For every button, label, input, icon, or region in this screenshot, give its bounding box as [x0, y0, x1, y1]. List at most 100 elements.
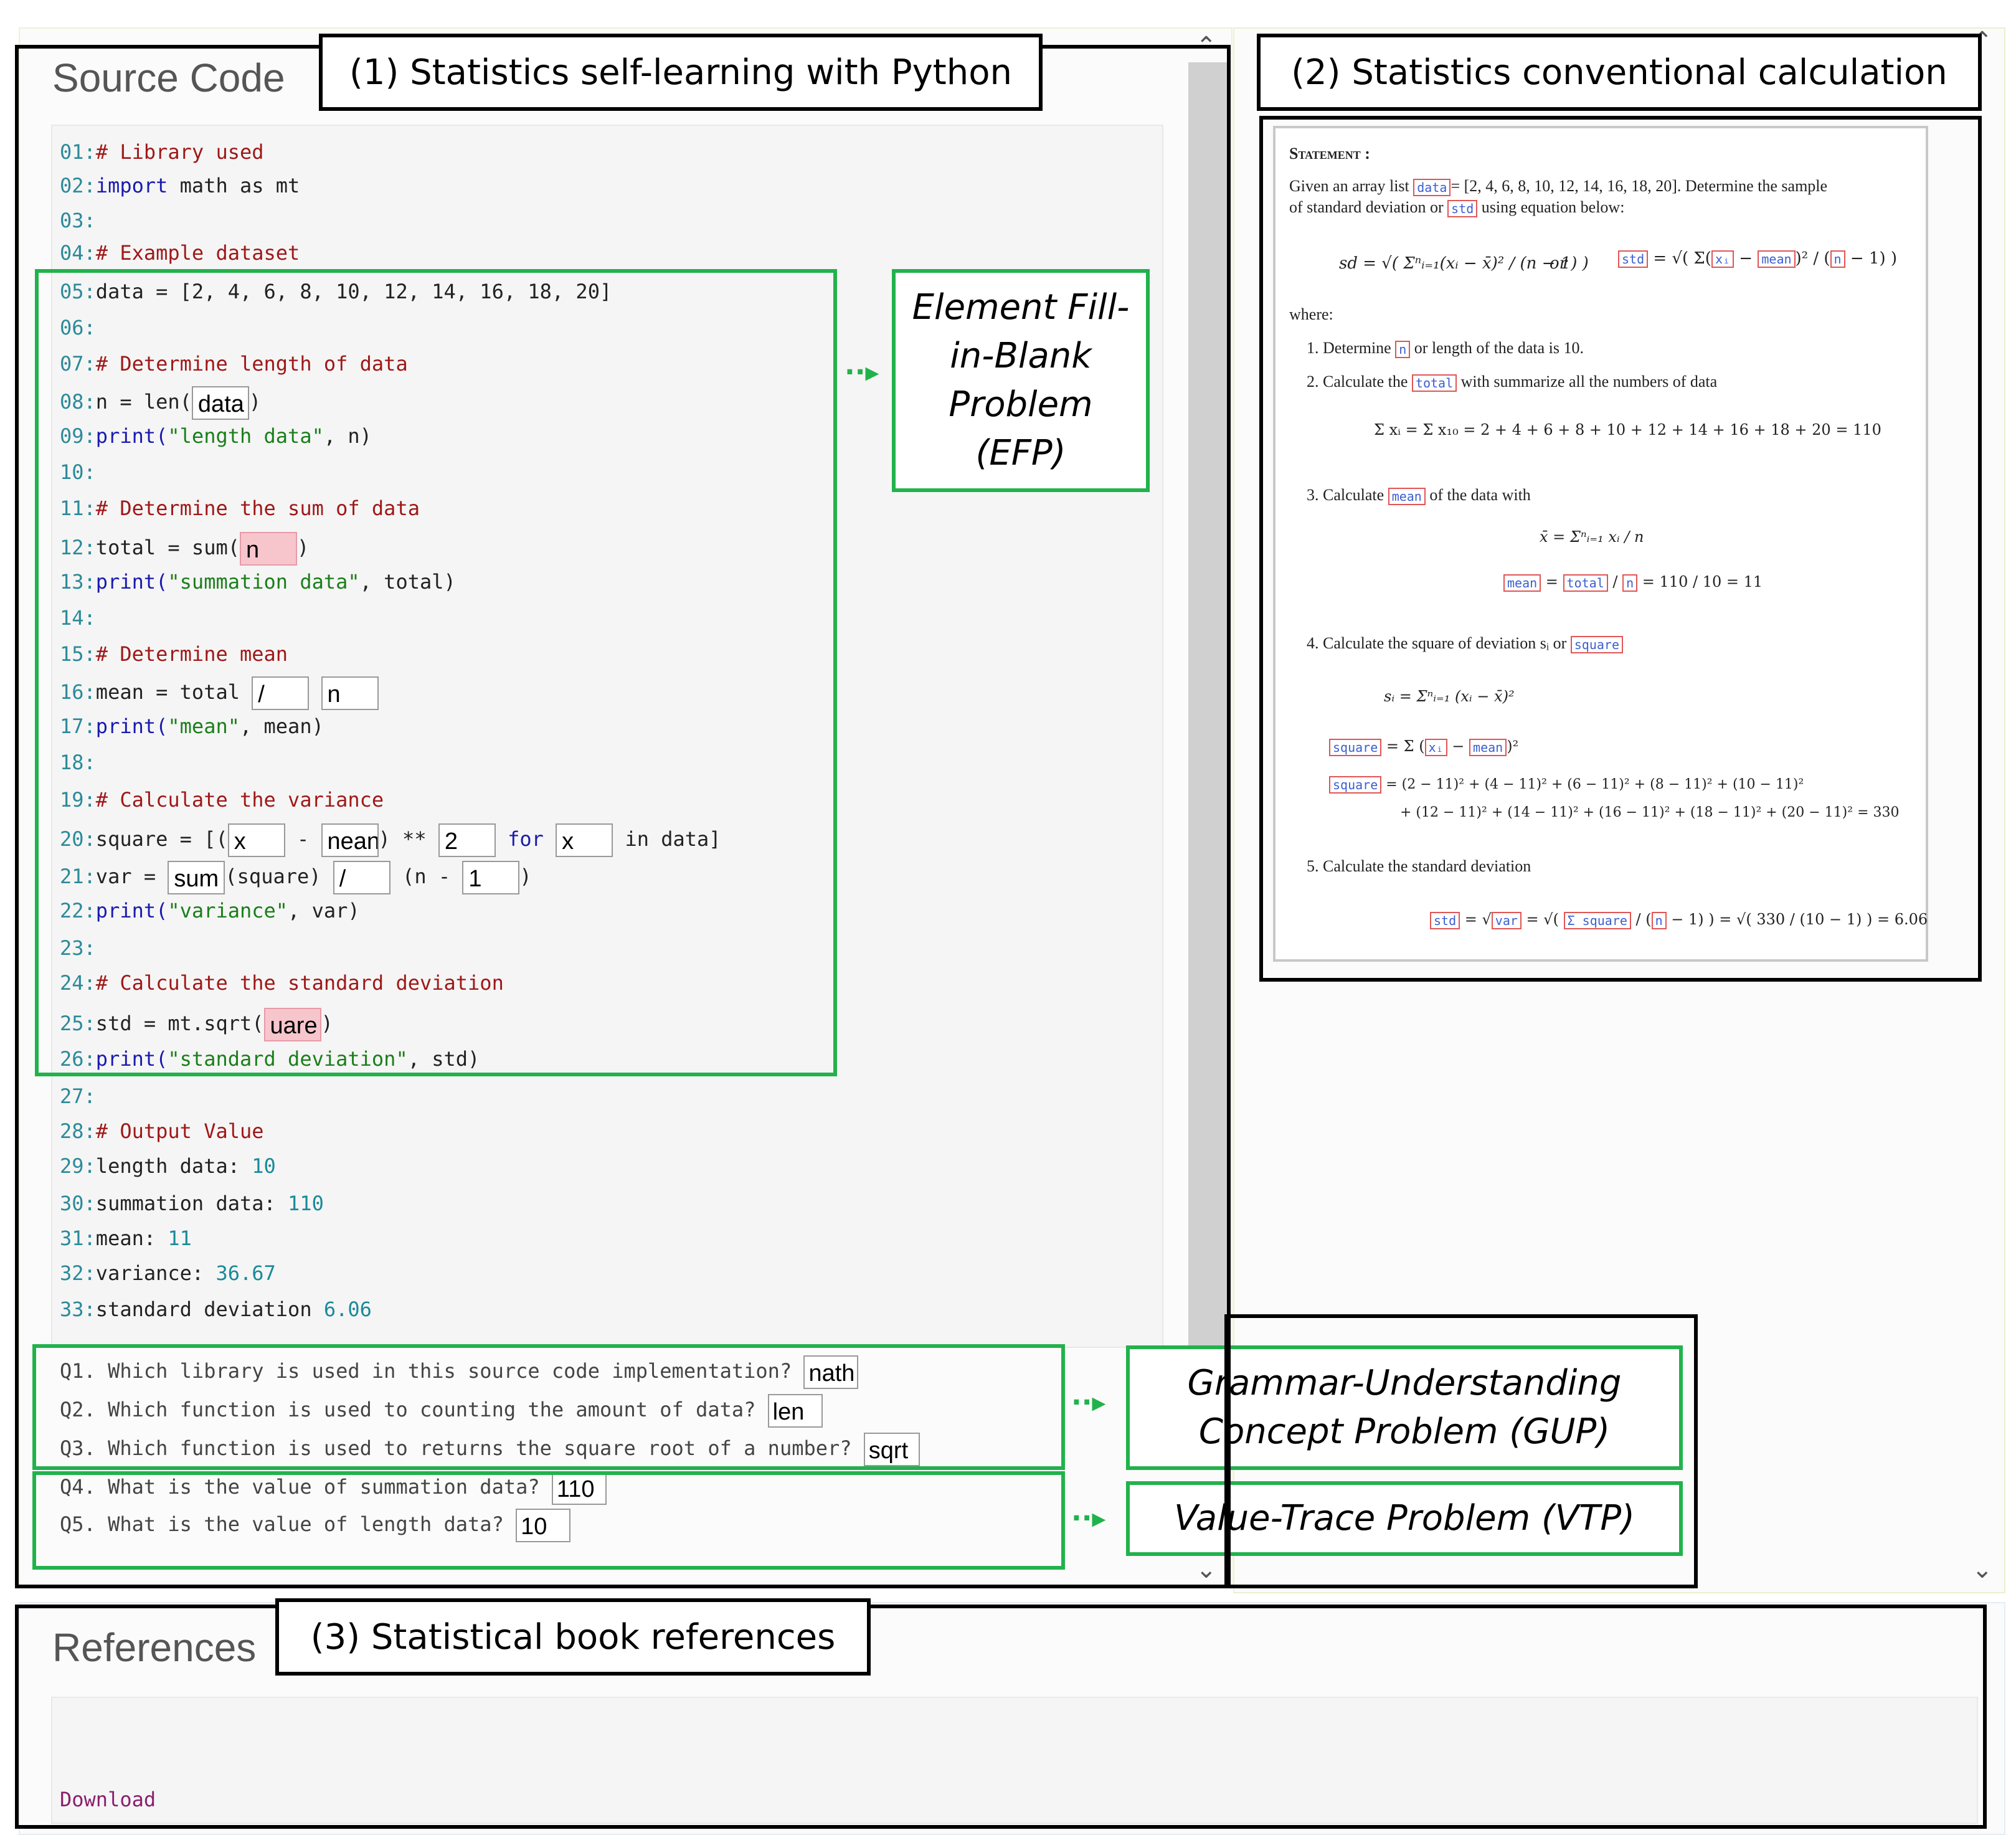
code-text: mean:: [95, 1226, 168, 1250]
question-item: Q3. Which function is used to returns th…: [60, 1430, 920, 1466]
square-tag: square: [1329, 738, 1382, 756]
code-number: 6.06: [323, 1297, 372, 1321]
std-result: = √( 330 / (10 − 1) ) = 6.06: [1719, 911, 1928, 928]
code-line: 03:: [60, 207, 96, 234]
step-5: 5. Calculate the standard deviation: [1307, 857, 1531, 875]
line-number: 19:: [60, 788, 96, 812]
code-keyword: import: [95, 174, 168, 197]
code-keyword: for: [495, 827, 556, 851]
intro-text: Given an array list: [1289, 177, 1409, 195]
step-3: 3. Calculate mean of the data with: [1307, 486, 1531, 506]
efp-arrow-icon: ··▸: [845, 356, 879, 388]
code-line: 30:summation data: 110: [60, 1190, 324, 1217]
fill-in-blank-input[interactable]: /: [333, 861, 390, 894]
code-number: 36.67: [215, 1261, 276, 1285]
question-text: Q4. What is the value of summation data?: [60, 1475, 540, 1499]
fill-in-blank-input[interactable]: nean: [321, 823, 379, 857]
references-title: References: [52, 1625, 257, 1670]
efp-label-line: in-Blank: [950, 336, 1092, 376]
line-number: 20:: [60, 827, 96, 851]
vtp-arrow-icon: ··▸: [1071, 1502, 1106, 1534]
vtp-questions-frame: [32, 1471, 1065, 1570]
line-number: 04:: [60, 241, 96, 265]
fill-in-blank-input[interactable]: /: [252, 676, 310, 710]
code-text: n = len(: [95, 390, 192, 414]
code-text: ): [296, 536, 310, 559]
question-text: Q3. Which function is used to returns th…: [60, 1436, 852, 1460]
statement-heading: Statement :: [1289, 145, 1370, 163]
code-line: 28:# Output Value: [60, 1117, 264, 1145]
code-keyword: print(: [95, 424, 168, 448]
fill-in-blank-input[interactable]: uare: [263, 1008, 321, 1041]
answer-input[interactable]: sqrt: [863, 1433, 920, 1466]
fill-in-blank-input[interactable]: x: [227, 823, 285, 857]
fill-in-blank-input[interactable]: data: [191, 386, 249, 420]
code-line: 31:mean: 11: [60, 1225, 192, 1252]
code-line: 14:: [60, 604, 96, 632]
xi-tag: xᵢ: [1711, 250, 1734, 268]
code-string: "standard deviation": [168, 1047, 408, 1071]
answer-input[interactable]: len: [767, 1394, 823, 1428]
n-tag: n: [1830, 250, 1845, 268]
n-tag: n: [1651, 911, 1667, 929]
fill-in-blank-input[interactable]: 2: [438, 823, 496, 857]
line-number: 33:: [60, 1297, 96, 1321]
line-number: 16:: [60, 680, 96, 704]
total-tag: total: [1563, 574, 1608, 592]
equation-sd: sd = √( Σⁿᵢ₌₁(xᵢ − x̄)² / (n − 1) ): [1339, 254, 1589, 273]
statement-intro-line-1: Given an array list data= [2, 4, 6, 8, 1…: [1289, 177, 1827, 197]
fill-in-blank-input[interactable]: n: [321, 676, 379, 710]
square-tag: square: [1329, 776, 1382, 794]
statement-scroll-down-icon[interactable]: ⌄: [1972, 1555, 1993, 1584]
code-text: , mean): [239, 714, 324, 738]
statement-sheet: [1273, 126, 1928, 962]
step-4-equation-2: square = Σ (xᵢ − mean)²: [1329, 737, 1518, 756]
code-keyword: print(: [95, 899, 168, 922]
code-text: , n): [323, 424, 372, 448]
mean-tag: mean: [1758, 250, 1796, 268]
fill-in-blank-input[interactable]: x: [556, 823, 613, 857]
gup-arrow-icon: ··▸: [1071, 1387, 1106, 1418]
step-text: of the data with: [1429, 486, 1531, 504]
code-line: 19:# Calculate the variance: [60, 786, 384, 813]
code-number: 110: [288, 1192, 324, 1215]
code-comment: # Output Value: [95, 1119, 264, 1143]
line-number: 30:: [60, 1192, 96, 1215]
code-comment: # Example dataset: [95, 241, 300, 265]
line-number: 01:: [60, 140, 96, 164]
code-line: 01:# Library used: [60, 138, 264, 166]
fill-in-blank-input[interactable]: n: [239, 532, 297, 566]
download-link[interactable]: Download: [60, 1788, 156, 1811]
gup-label-line: Grammar-Understanding: [1187, 1363, 1622, 1403]
statement-intro-line-2: of standard deviation or std using equat…: [1289, 198, 1624, 218]
gup-label-line: Concept Problem (GUP): [1198, 1411, 1611, 1452]
step-text: with summarize all the numbers of data: [1460, 372, 1718, 391]
code-comment: # Calculate the standard deviation: [95, 971, 504, 995]
answer-input[interactable]: nath: [803, 1355, 859, 1389]
code-line: 05:data = [2, 4, 6, 8, 10, 12, 14, 16, 1…: [60, 278, 612, 305]
code-string: "variance": [168, 899, 288, 922]
code-line: 20:square = [(x - nean) ** 2 for x in da…: [60, 823, 721, 857]
code-text: ): [248, 390, 262, 414]
step-3-equation-2: mean = total / n = 110 / 10 = 11: [1503, 573, 1763, 592]
std-tag: std: [1430, 911, 1460, 929]
code-text: ) **: [378, 827, 438, 851]
scroll-down-icon[interactable]: ⌄: [1196, 1555, 1217, 1584]
line-number: 08:: [60, 390, 96, 414]
code-text: summation data:: [95, 1192, 288, 1215]
code-text: var =: [95, 865, 168, 888]
code-text: , total): [359, 570, 456, 594]
answer-input[interactable]: 10: [516, 1509, 571, 1542]
line-number: 07:: [60, 352, 96, 376]
code-text: standard deviation: [95, 1297, 324, 1321]
code-text: total = sum(: [95, 536, 240, 559]
fill-in-blank-input[interactable]: 1: [462, 861, 520, 894]
source-scrollbar[interactable]: [1188, 62, 1227, 1352]
code-string: "summation data": [168, 570, 360, 594]
step-2-equation: Σ xᵢ = Σ x₁₀ = 2 + 4 + 6 + 8 + 10 + 12 +…: [1374, 421, 1881, 439]
code-line: 07:# Determine length of data: [60, 350, 408, 377]
equation-std-tagged: std = √( Σ(xᵢ − mean)² / (n − 1) ): [1618, 249, 1897, 268]
code-line: 10:: [60, 458, 96, 486]
fill-in-blank-input[interactable]: sum: [168, 861, 225, 894]
label-book-references: (3) Statistical book references: [275, 1598, 871, 1676]
